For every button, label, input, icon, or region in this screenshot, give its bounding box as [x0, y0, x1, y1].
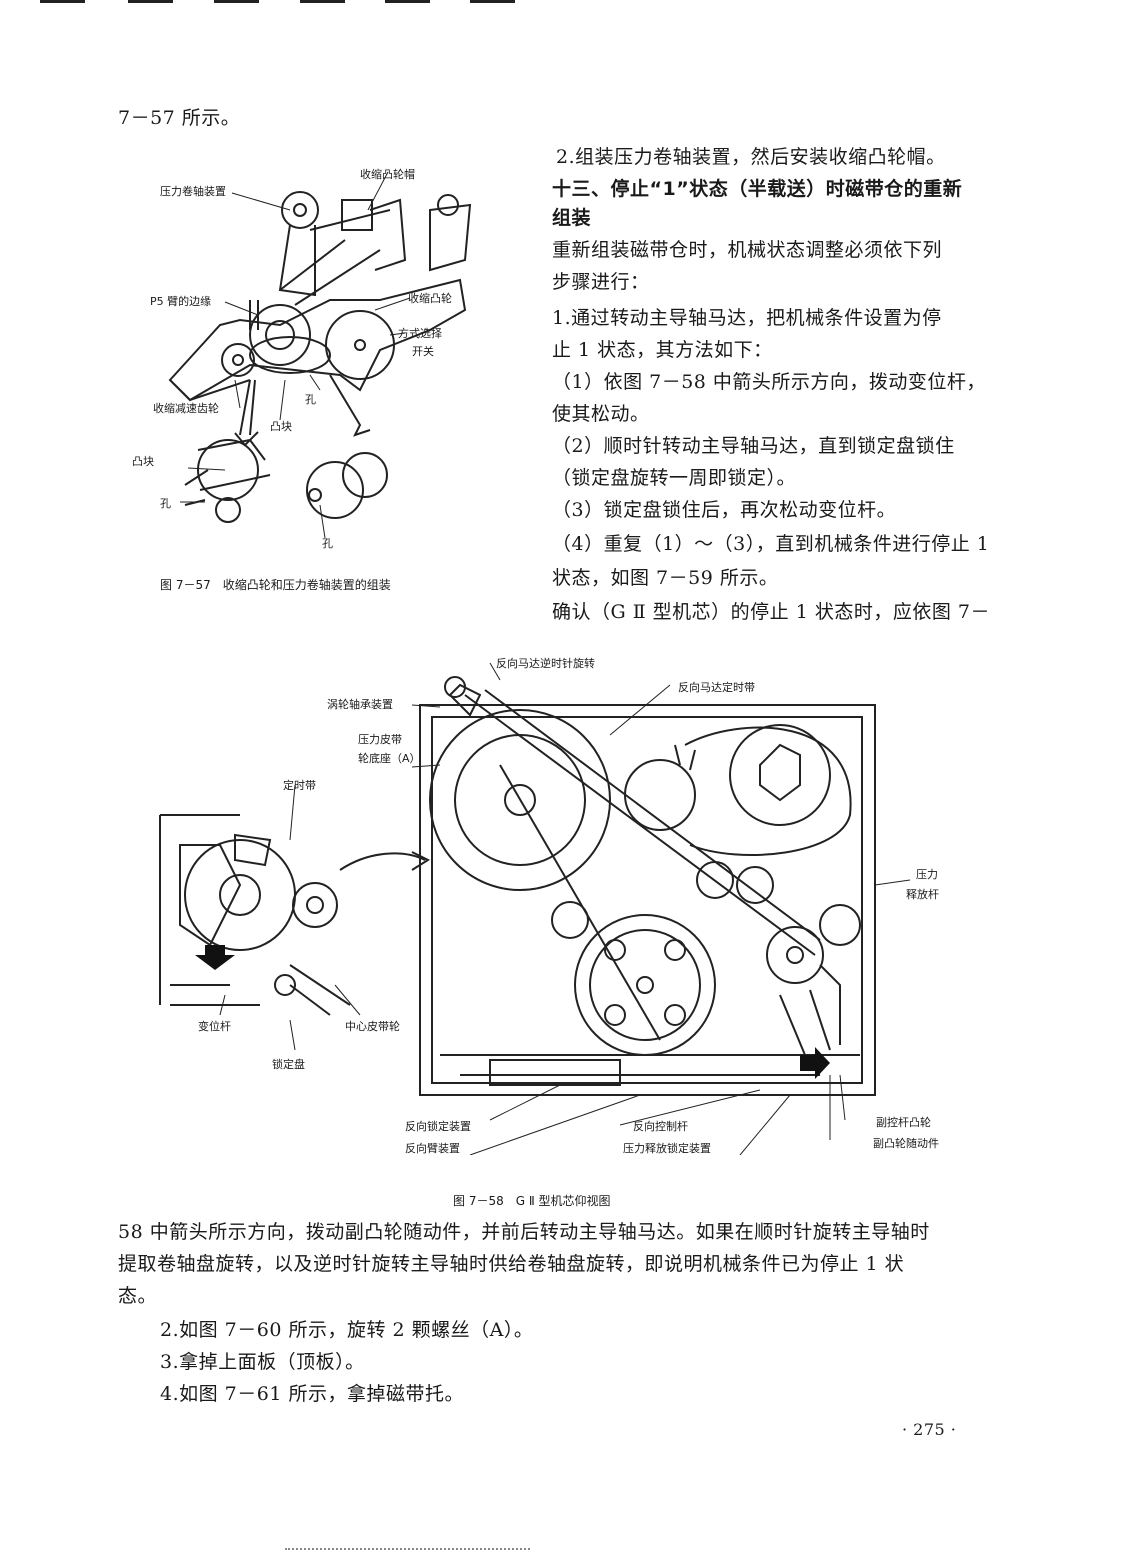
label-mode-switch-2: 开关: [412, 345, 434, 358]
paragraph: （4）重复（1）～（3），直到机械条件进行停止 1: [552, 533, 990, 555]
label-hole-3: 孔: [322, 537, 333, 550]
label-pressure-release-lever: 释放杆: [906, 888, 939, 901]
figure-7-57-caption: 图 7－57 收缩凸轮和压力卷轴装置的组装: [160, 578, 391, 592]
paragraph: 止 1 状态，其方法如下：: [552, 339, 773, 361]
label-center-pulley: 中心皮带轮: [345, 1020, 400, 1033]
paragraph: 确认（G Ⅱ 型机芯）的停止 1 状态时，应依图 7－: [552, 601, 990, 623]
paragraph: 1.通过转动主导轴马达，把机械条件设置为停: [552, 307, 942, 329]
paragraph: （2）顺时针转动主导轴马达，直到锁定盘锁住: [552, 435, 955, 457]
paragraph: （锁定盘旋转一周即锁定）。: [552, 467, 797, 489]
paragraph: 58 中箭头所示方向，拨动副凸轮随动件，并前后转动主导轴马达。如果在顺时针旋转主…: [118, 1221, 930, 1243]
figure-7-58-drawing: [159, 662, 911, 1155]
label-pressure-release-lock: 压力释放锁定装置: [623, 1142, 711, 1155]
paragraph: 使其松动。: [552, 403, 650, 425]
step-4: 4.如图 7－61 所示，拿掉磁带托。: [160, 1383, 464, 1405]
label-pressure-belt-base-2: 轮底座（A）: [358, 752, 421, 765]
label-hole-2: 孔: [160, 497, 171, 510]
label-reverse-arm: 反向臂装置: [405, 1142, 460, 1155]
step-2-text: 2.组装压力卷轴装置，然后安装收缩凸轮帽。: [556, 146, 946, 168]
label-reverse-control-lever: 反向控制杆: [633, 1120, 688, 1133]
label-reverse-lock: 反向锁定装置: [405, 1120, 471, 1133]
label-sub-cam-follower: 副凸轮随动件: [873, 1137, 939, 1150]
label-worm-bearing: 涡轮轴承装置: [327, 698, 393, 711]
paragraph: 态。: [118, 1285, 158, 1307]
section-heading-13: 十三、停止“1”状态（半载送）时磁带仓的重新: [552, 178, 963, 200]
label-lock-disc: 锁定盘: [272, 1058, 305, 1071]
text-continuation: 7－57 所示。: [118, 107, 241, 129]
label-reverse-motor-ccw: 反向马达逆时针旋转: [496, 657, 595, 670]
paragraph: 状态，如图 7－59 所示。: [552, 567, 779, 589]
step-3: 3.拿掉上面板（顶板）。: [160, 1351, 365, 1373]
bottom-dots: [285, 1548, 530, 1552]
label-cam-cap: 收缩凸轮帽: [360, 168, 415, 181]
label-pressure-release: 压力: [916, 868, 938, 881]
figure-7-58-caption: 图 7－58 G Ⅱ 型机芯仰视图: [453, 1194, 611, 1208]
paragraph: 步骤进行：: [552, 271, 650, 293]
label-cam: 收缩凸轮: [408, 292, 452, 305]
label-pressure-belt-base: 压力皮带: [358, 733, 402, 746]
section-heading-13-cont: 组装: [552, 207, 592, 229]
label-p5-arm-edge: P5 臂的边缘: [150, 295, 212, 308]
page-top-edge: [0, 0, 1122, 6]
paragraph: （1）依图 7－58 中箭头所示方向，拨动变位杆，: [552, 371, 986, 393]
label-mode-switch: 方式选择: [398, 327, 442, 340]
label-shift-lever: 变位杆: [198, 1020, 231, 1033]
step-2: 2.如图 7－60 所示，旋转 2 颗螺丝（A）。: [160, 1319, 534, 1341]
label-pinch-roller: 压力卷轴装置: [160, 185, 226, 198]
figure-7-57-drawing: [168, 171, 472, 539]
label-reduction-gear: 收缩减速齿轮: [153, 402, 219, 415]
paragraph: 重新组装磁带仓时，机械状态调整必须依下列: [552, 239, 943, 261]
paragraph: （3）锁定盘锁住后，再次松动变位杆。: [552, 499, 897, 521]
label-timing-belt: 定时带: [283, 779, 316, 792]
label-reverse-motor-belt: 反向马达定时带: [678, 681, 755, 694]
label-block-2: 凸块: [132, 455, 154, 468]
paragraph: 提取卷轴盘旋转，以及逆时针旋转主导轴时供给卷轴盘旋转，即说明机械条件已为停止 1…: [118, 1253, 905, 1275]
label-sub-control-cam: 副控杆凸轮: [876, 1116, 931, 1129]
label-block-1: 凸块: [270, 420, 292, 433]
label-hole-1: 孔: [305, 393, 316, 406]
page-number: · 275 ·: [902, 1420, 957, 1439]
